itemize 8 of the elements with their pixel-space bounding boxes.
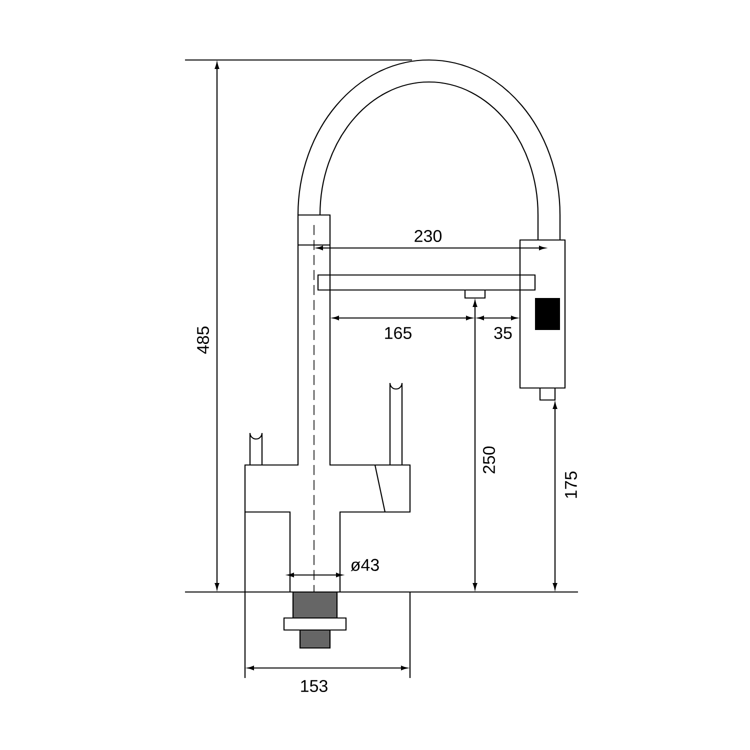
- dimension-label: 485: [196, 326, 210, 354]
- dimension-label: ø43: [350, 558, 379, 572]
- dimension-label: 35: [494, 326, 512, 340]
- dimension-label: 175: [565, 472, 577, 498]
- dimension-label: 165: [385, 326, 412, 340]
- dimension-label: 230: [414, 230, 442, 242]
- dimension-label: 153: [301, 680, 328, 692]
- dimension-label: 250: [482, 446, 496, 474]
